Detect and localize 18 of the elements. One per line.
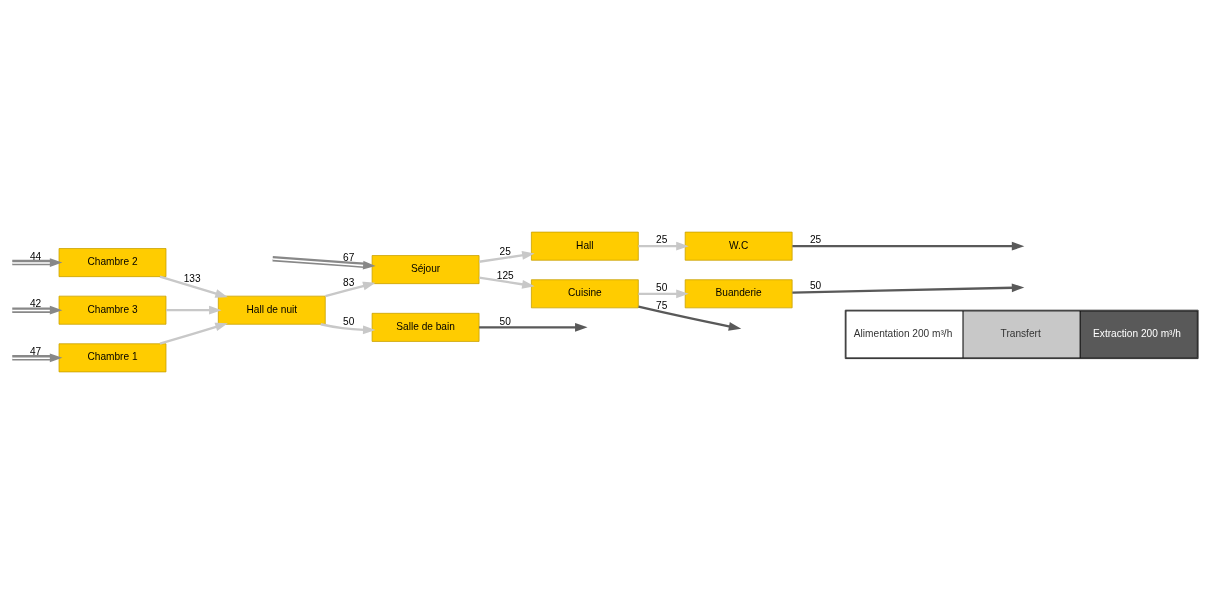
edge-label: 25 — [656, 233, 668, 245]
edge-label: 75 — [656, 299, 668, 311]
edge-label: 44 — [29, 250, 42, 262]
edge-label: 42 — [29, 297, 42, 309]
edge-label: 47 — [29, 345, 42, 357]
edge-label: 50 — [343, 315, 355, 327]
edge-label: 125 — [496, 269, 514, 280]
edge-label: 25 — [499, 245, 511, 257]
legend-label: Transfert — [1000, 327, 1041, 339]
legend-label: Extraction 200 m³/h — [1093, 327, 1181, 339]
edge-label: 25 — [809, 233, 822, 245]
edge-label: 67 — [343, 251, 355, 263]
edge-label: 50 — [809, 279, 822, 291]
legend-label: Alimentation 200 m³/h — [853, 327, 953, 339]
edge-label: 133 — [183, 272, 201, 284]
edge-label: 83 — [343, 276, 355, 288]
edge-label: 50 — [656, 281, 668, 293]
edge-label: 50 — [499, 315, 511, 327]
